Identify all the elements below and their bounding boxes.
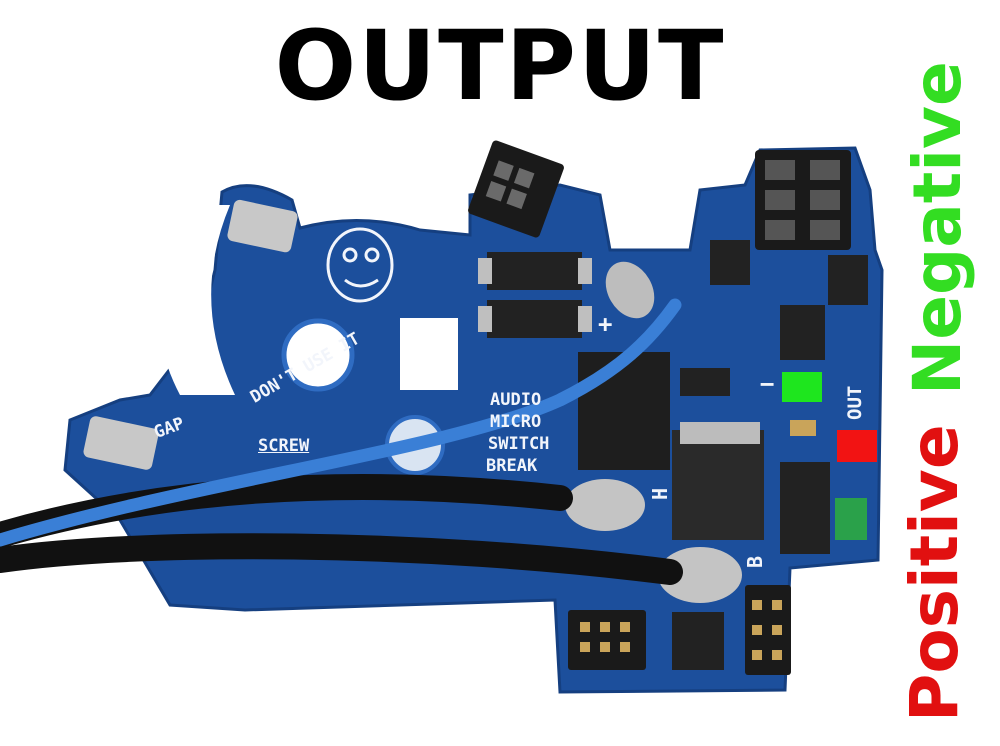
negative-label: Negative xyxy=(899,61,976,395)
silk-minus: − xyxy=(760,370,775,398)
silk-screw: SCREW xyxy=(258,436,310,456)
positive-label: Positive xyxy=(896,424,973,722)
silk-h: H xyxy=(648,487,672,500)
black-wire-2 xyxy=(0,533,683,585)
silk-switch: SWITCH xyxy=(488,434,550,454)
negative-marker xyxy=(782,372,822,402)
silk-out: OUT xyxy=(844,385,866,420)
title: OUTPUT xyxy=(274,10,726,122)
silk-audio: AUDIO xyxy=(490,390,542,410)
silk-b: B xyxy=(743,555,767,568)
positive-marker xyxy=(837,430,877,462)
silk-break: BREAK xyxy=(486,456,538,476)
silk-micro: MICRO xyxy=(490,412,542,432)
blue-wire xyxy=(0,298,682,547)
logo-mascot xyxy=(326,227,394,303)
silk-plus: + xyxy=(598,310,613,338)
